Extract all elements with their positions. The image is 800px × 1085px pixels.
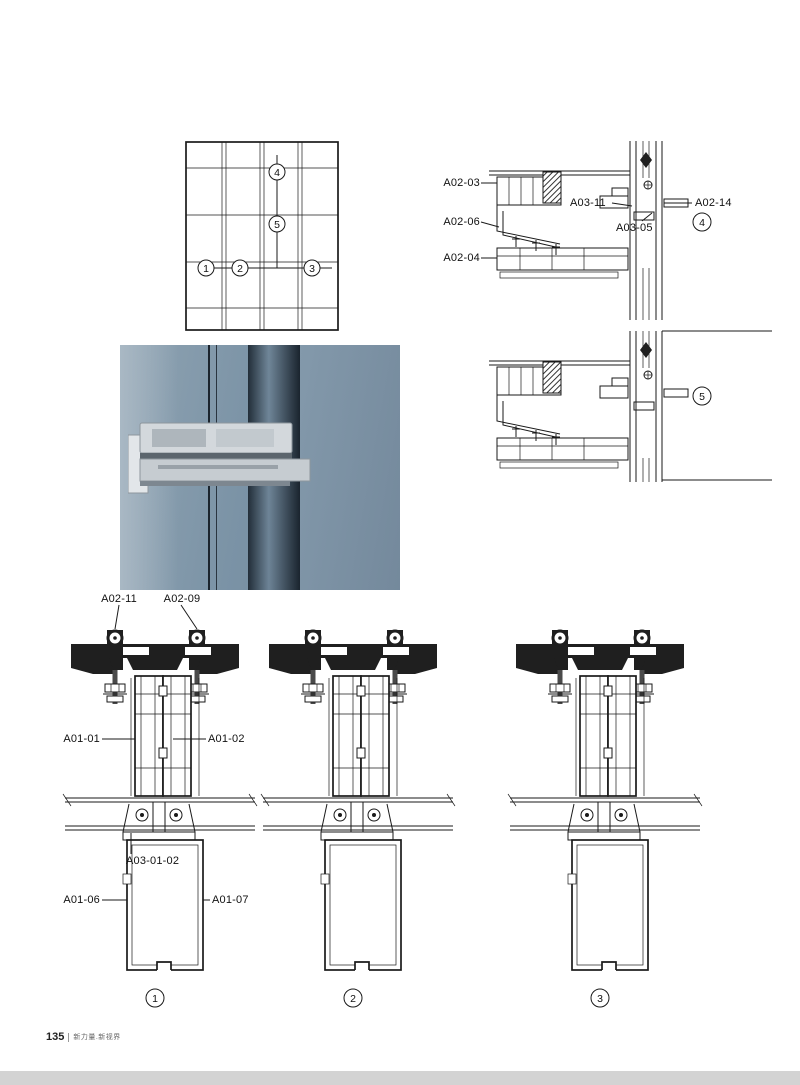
detail-5-callout: 5: [692, 386, 712, 406]
profile-photo: [120, 345, 400, 590]
label-a02-11: A02-11: [101, 593, 137, 605]
grid-callout-2: 2: [231, 259, 249, 277]
section-1-callout: 1: [145, 988, 165, 1008]
label-a01-06: A01-06: [63, 894, 100, 906]
detail-4-callout: 4: [692, 212, 712, 232]
section-3-callout: 3: [590, 988, 610, 1008]
grid-callout-4: 4: [268, 163, 286, 181]
spigot-pin-icon: [640, 342, 652, 358]
label-a02-06: A02-06: [443, 216, 480, 228]
label-a03-11: A03-11: [570, 197, 606, 209]
page-number: 135: [46, 1031, 65, 1043]
thermal-break-hatch: [542, 171, 562, 204]
section-1-leaders: [102, 604, 210, 901]
grid-callout-3: 3: [303, 259, 321, 277]
photo-right-panel: [300, 345, 400, 590]
thermal-break-hatch: [542, 361, 562, 394]
label-a01-01: A01-01: [63, 733, 100, 745]
svg-text:1: 1: [203, 263, 209, 275]
svg-text:4: 4: [274, 167, 280, 179]
footer-brand-text: 新力量.新视界: [73, 1034, 121, 1041]
label-a03-05: A03-05: [616, 222, 653, 234]
label-a02-04: A02-04: [443, 252, 480, 264]
screw-icons: [512, 426, 560, 445]
footer-divider: [68, 1032, 70, 1042]
label-a01-02: A01-02: [208, 733, 245, 745]
mullion-section-3: [506, 628, 704, 973]
svg-text:3: 3: [597, 993, 603, 1005]
grid-elevation-diagram: 4 5 1 2 3: [185, 141, 339, 331]
screw-icons: [512, 236, 560, 255]
svg-text:3: 3: [309, 263, 315, 275]
photo-extrusion: [128, 422, 311, 494]
svg-text:1: 1: [152, 993, 158, 1005]
svg-text:5: 5: [699, 391, 705, 403]
grid-callout-1: 1: [197, 259, 215, 277]
svg-text:4: 4: [699, 217, 705, 229]
label-a02-14: A02-14: [695, 197, 732, 209]
svg-text:5: 5: [274, 219, 280, 231]
mullion-section-2: [259, 628, 457, 973]
svg-text:2: 2: [237, 263, 243, 275]
spigot-pin-icon: [640, 152, 652, 168]
label-a02-09: A02-09: [163, 593, 201, 605]
label-a03-01-02: A03-01-02: [126, 855, 180, 867]
svg-text:2: 2: [350, 993, 356, 1005]
label-a02-03: A02-03: [443, 177, 480, 189]
mullion-section-1: [61, 628, 259, 973]
bottom-gray-band: [0, 1071, 800, 1085]
detail-section-4: 4: [480, 141, 712, 320]
section-2-callout: 2: [343, 988, 363, 1008]
label-a01-07: A01-07: [212, 894, 249, 906]
page-footer: 135 新力量.新视界: [46, 1031, 121, 1043]
grid-callout-5: 5: [268, 215, 286, 233]
detail-section-5: 5: [489, 330, 772, 482]
